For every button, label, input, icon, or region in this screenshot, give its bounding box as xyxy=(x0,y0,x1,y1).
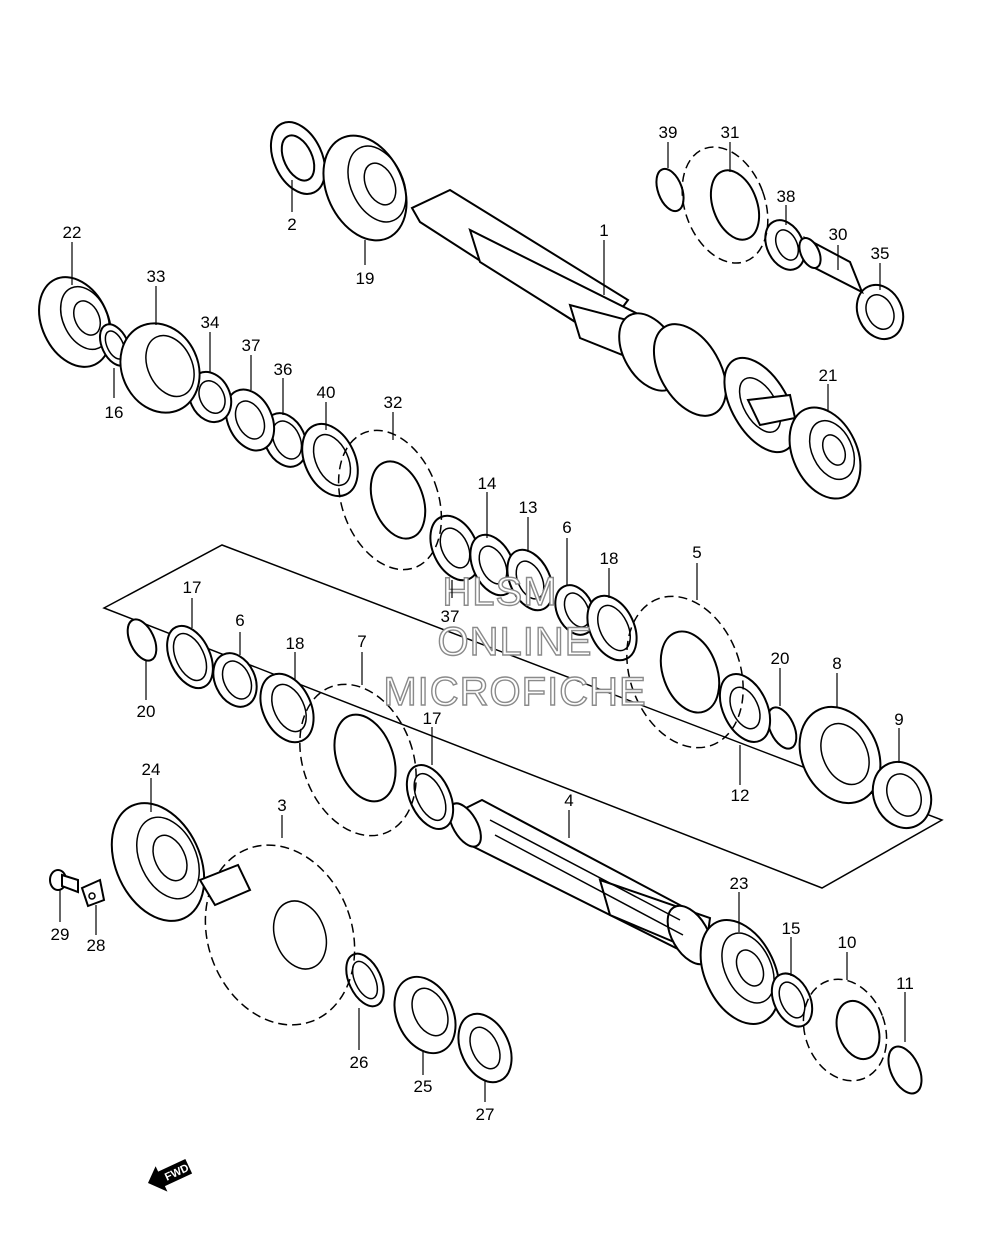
callout-label-14: 14 xyxy=(478,474,497,493)
part-needle-bearing-38 xyxy=(764,219,806,271)
part-bearing-23 xyxy=(699,919,781,1025)
callout-label-18-mid: 18 xyxy=(600,549,619,568)
part-needle-bearing-18-mid xyxy=(586,594,638,662)
watermark-line-1: HLSM xyxy=(442,570,557,614)
callout-label-17-mid: 17 xyxy=(423,709,442,728)
callout-label-17-left: 17 xyxy=(183,578,202,597)
watermark: HLSM ONLINE MICROFICHE xyxy=(383,569,647,714)
callout-label-8: 8 xyxy=(832,654,841,673)
callout-label-1: 1 xyxy=(599,221,608,240)
part-bolt-29 xyxy=(49,869,79,894)
callout-label-6-mid: 6 xyxy=(562,518,571,537)
callout-label-20-left: 20 xyxy=(137,702,156,721)
callout-label-18-left: 18 xyxy=(286,634,305,653)
part-bearing-25 xyxy=(393,975,457,1055)
part-circlip-39 xyxy=(655,167,685,213)
callout-label-20-right: 20 xyxy=(771,649,790,668)
callout-label-3: 3 xyxy=(277,796,286,815)
callout-label-2: 2 xyxy=(287,215,296,234)
callout-label-34: 34 xyxy=(201,313,220,332)
callout-label-28: 28 xyxy=(87,936,106,955)
part-washer-12 xyxy=(718,673,772,743)
callout-label-4: 4 xyxy=(564,791,573,810)
callout-label-10: 10 xyxy=(838,933,857,952)
callout-label-21: 21 xyxy=(819,366,838,385)
part-pin-30 xyxy=(798,235,864,295)
part-bearing-21 xyxy=(788,406,862,500)
watermark-line-3: MICROFICHE xyxy=(383,670,646,714)
callout-label-15: 15 xyxy=(782,919,801,938)
callout-label-38: 38 xyxy=(777,187,796,206)
callout-label-32: 32 xyxy=(384,393,403,412)
callout-label-33: 33 xyxy=(147,267,166,286)
callout-label-13: 13 xyxy=(519,498,538,517)
callout-label-29: 29 xyxy=(51,925,70,944)
callout-label-6-left: 6 xyxy=(235,611,244,630)
part-bearing-19 xyxy=(322,134,408,242)
part-circlip-20-left xyxy=(126,618,158,662)
part-circlip-11 xyxy=(887,1045,923,1095)
part-washer-13 xyxy=(506,548,554,612)
watermark-line-2: ONLINE xyxy=(438,620,593,664)
part-gear-3 xyxy=(198,844,356,1026)
callout-label-35: 35 xyxy=(871,244,890,263)
part-shaft-1 xyxy=(410,188,797,454)
part-seal-2 xyxy=(269,121,327,195)
callout-label-24: 24 xyxy=(142,760,161,779)
callout-label-7: 7 xyxy=(357,632,366,651)
callout-label-16: 16 xyxy=(105,403,124,422)
part-bearing-22 xyxy=(38,276,112,368)
part-gear-32 xyxy=(337,429,443,571)
callout-label-5: 5 xyxy=(692,543,701,562)
part-gear-5 xyxy=(626,595,744,749)
part-gear-8 xyxy=(798,705,882,805)
part-bushing-6-left xyxy=(212,652,258,708)
callout-label-37-top: 37 xyxy=(242,336,261,355)
part-gear-31 xyxy=(681,146,769,264)
part-gear-33 xyxy=(119,322,201,414)
callout-label-22: 22 xyxy=(63,223,82,242)
callouts: 1 2 3 4 5 6 6 7 8 9 10 11 12 13 14 15 16 xyxy=(51,123,914,1124)
callout-label-9: 9 xyxy=(894,710,903,729)
callout-label-26: 26 xyxy=(350,1053,369,1072)
fwd-arrow-icon: FWD xyxy=(148,1158,193,1192)
part-bearing-24 xyxy=(110,802,206,922)
part-washer-17-left xyxy=(166,624,214,690)
callout-label-23: 23 xyxy=(730,874,749,893)
part-bushing-35 xyxy=(855,283,905,341)
callout-label-40: 40 xyxy=(317,383,336,402)
part-needle-bearing-18-left xyxy=(259,672,315,744)
subassembly-frame xyxy=(102,544,944,889)
part-gear-7 xyxy=(299,683,417,837)
callout-label-36: 36 xyxy=(274,360,293,379)
part-ring-15 xyxy=(770,972,814,1028)
part-gear-9 xyxy=(871,760,933,830)
part-plate-28 xyxy=(80,878,106,908)
callout-label-25: 25 xyxy=(414,1077,433,1096)
callout-label-19: 19 xyxy=(356,269,375,288)
callout-label-12: 12 xyxy=(731,786,750,805)
part-needle-bearing-40 xyxy=(301,422,359,498)
part-circlip-20-right xyxy=(766,706,798,750)
part-washer-37-top xyxy=(224,388,276,452)
callout-label-27: 27 xyxy=(476,1105,495,1124)
callout-label-37-mid: 37 xyxy=(441,607,460,626)
part-shaft-4 xyxy=(448,798,714,966)
part-washer-26 xyxy=(345,952,385,1008)
callout-label-30: 30 xyxy=(829,225,848,244)
callout-label-11: 11 xyxy=(896,974,914,993)
part-washer-17-mid xyxy=(405,764,455,830)
part-seal-27 xyxy=(457,1012,513,1084)
callout-label-39: 39 xyxy=(659,123,678,142)
callout-label-31: 31 xyxy=(721,123,740,142)
part-gear-10 xyxy=(802,978,888,1082)
